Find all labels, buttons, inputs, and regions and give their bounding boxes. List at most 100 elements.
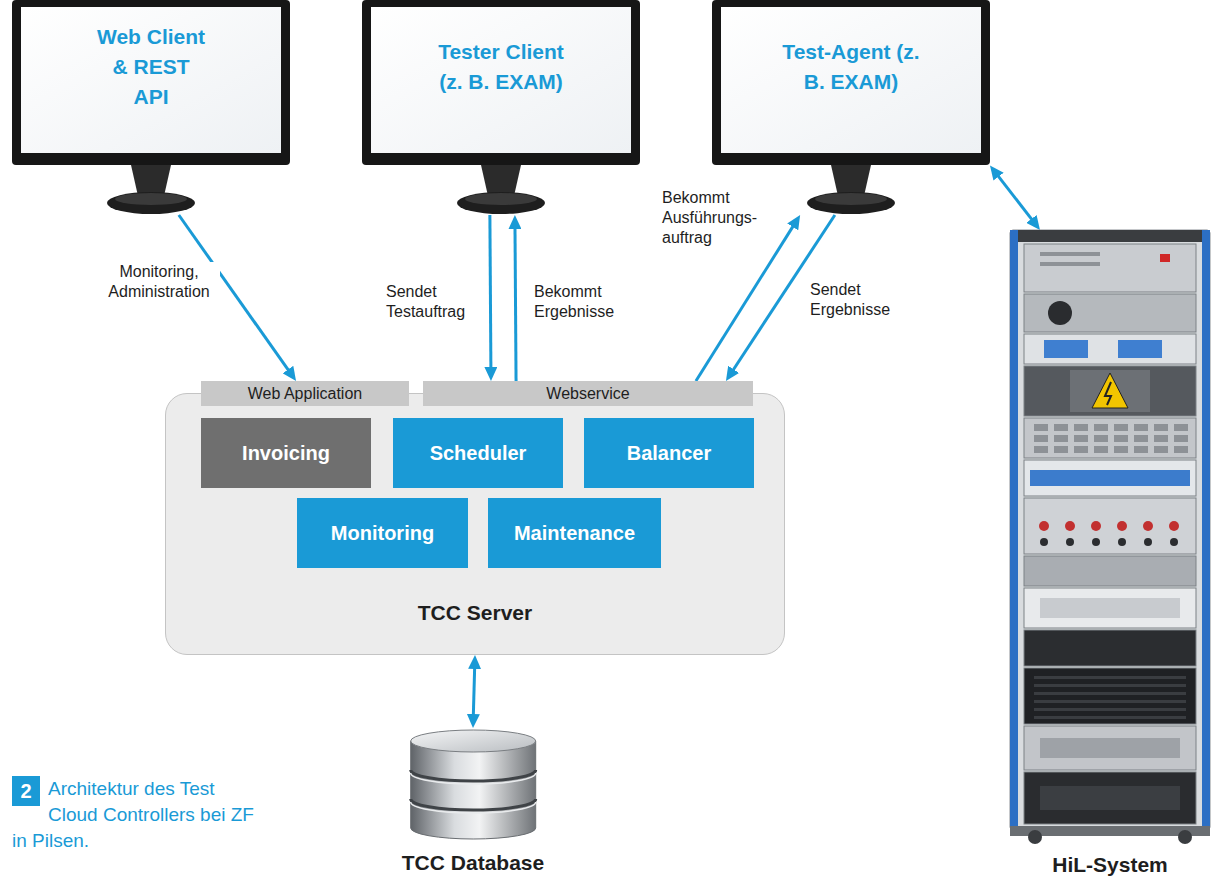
rack-module [1024, 366, 1196, 416]
rack-vent [1034, 692, 1186, 695]
edge-label: Monitoring, Administration [98, 262, 220, 302]
monitor-neck [131, 165, 171, 196]
monitor-base-highlight [815, 193, 887, 205]
rack-grid-cell [1094, 424, 1108, 431]
module-box: Balancer [584, 418, 754, 488]
monitor-drawing [712, 0, 990, 215]
monitor-neck [481, 165, 521, 196]
monitor-node: Web Client & REST API [12, 0, 290, 215]
rack-module [1024, 334, 1196, 364]
rack-grid-cell [1074, 446, 1088, 453]
connector-arrow [473, 664, 475, 719]
rack-grid-cell [1054, 424, 1068, 431]
edge-label-holder: Sendet Testauftrag [386, 282, 481, 322]
database-cylinder: TCC Database [398, 728, 548, 878]
rack-dial [1048, 301, 1072, 325]
bar-label: Web Application [248, 384, 362, 404]
rack-module [1024, 668, 1196, 724]
rack-connector [1040, 538, 1048, 546]
rack-grid-cell [1174, 424, 1188, 431]
monitor-bezel [712, 0, 990, 165]
monitor-label: Test-Agent (z. B. EXAM) [776, 37, 926, 97]
monitor-node: Tester Client (z. B. EXAM) [362, 0, 640, 215]
rack-grid-cell [1054, 446, 1068, 453]
rack-panel [1070, 370, 1150, 412]
rack-slot [1040, 786, 1180, 810]
rack-vent [1034, 684, 1186, 687]
rack-connector [1118, 538, 1126, 546]
callout-number: 2 [12, 776, 40, 806]
rack-led [1160, 254, 1170, 262]
module-label: Monitoring [331, 521, 434, 545]
monitor-label: Web Client & REST API [94, 22, 208, 112]
monitor-neck [831, 165, 871, 196]
rack-module [1024, 244, 1196, 292]
monitor-base [107, 192, 195, 214]
rack-module [1024, 418, 1196, 458]
edge-label: Bekommt Ausführungs- auftrag [662, 188, 762, 248]
rack-connector [1144, 538, 1152, 546]
interface-bar: Webservice [423, 381, 753, 406]
edge-label-holder: Bekommt Ergebnisse [534, 282, 634, 322]
rack-band [1030, 470, 1190, 486]
rack-slot [1040, 252, 1100, 256]
database-groove [410, 799, 535, 810]
rack-module [1024, 726, 1196, 770]
rack-grid-cell [1154, 446, 1168, 453]
rack-grid-cell [1134, 424, 1148, 431]
rack-connector [1091, 521, 1101, 531]
database-drawing [398, 728, 548, 843]
rack-slot [1040, 262, 1100, 266]
caption-holder: 2Architektur des Test Cloud Controllers … [12, 776, 257, 854]
connector-arrow [996, 173, 1035, 223]
module-box: Invoicing [201, 418, 371, 488]
rack-caster [1178, 830, 1192, 844]
interface-bar: Web Application [201, 381, 409, 406]
connector-arrow [515, 224, 516, 381]
module-label: Maintenance [514, 521, 635, 545]
rack-rail [1202, 230, 1210, 830]
edge-label-holder: Sendet Ergebnisse [810, 280, 902, 320]
monitor-bezel [362, 0, 640, 165]
rack-vent [1034, 716, 1186, 719]
hil-rack: HiL-System [1010, 230, 1210, 880]
warning-triangle [1092, 373, 1128, 408]
monitor-base-highlight [115, 193, 187, 205]
rack-connector [1143, 521, 1153, 531]
monitor-base-highlight [465, 193, 537, 205]
rack-grid-cell [1114, 424, 1128, 431]
rack-caster [1028, 830, 1042, 844]
rack-grid-cell [1174, 446, 1188, 453]
database-groove [410, 770, 535, 781]
module-label: Scheduler [430, 441, 527, 465]
rack-module [1024, 556, 1196, 586]
rack-grid-cell [1034, 435, 1048, 442]
rack-display [1118, 340, 1162, 358]
rack-grid-cell [1174, 435, 1188, 442]
rack-grid-cell [1034, 446, 1048, 453]
monitor-screen [721, 7, 981, 153]
rack-grid-cell [1074, 435, 1088, 442]
module-label: Balancer [627, 441, 712, 465]
server-box: TCC ServerWeb ApplicationWebserviceInvoi… [165, 393, 785, 655]
rack-frame [1010, 230, 1210, 830]
database-groove-light [410, 773, 535, 784]
warning-bolt [1105, 382, 1111, 405]
rack-module [1024, 588, 1196, 628]
rack-grid-cell [1094, 446, 1108, 453]
database-groove-light [410, 802, 535, 813]
rack-top-cap [1018, 230, 1202, 242]
rack-connector [1039, 521, 1049, 531]
rack-slot [1040, 598, 1180, 618]
figure-caption: Architektur des Test Cloud Controllers b… [12, 778, 254, 851]
monitor-screen [371, 7, 631, 153]
rack-grid-cell [1134, 435, 1148, 442]
rack-grid-cell [1094, 435, 1108, 442]
rack-label: HiL-System [1052, 852, 1168, 878]
rack-grid-cell [1154, 435, 1168, 442]
database-label: TCC Database [402, 850, 544, 876]
database-body [410, 741, 535, 839]
database-top [410, 730, 535, 752]
connector-arrow [490, 215, 491, 372]
